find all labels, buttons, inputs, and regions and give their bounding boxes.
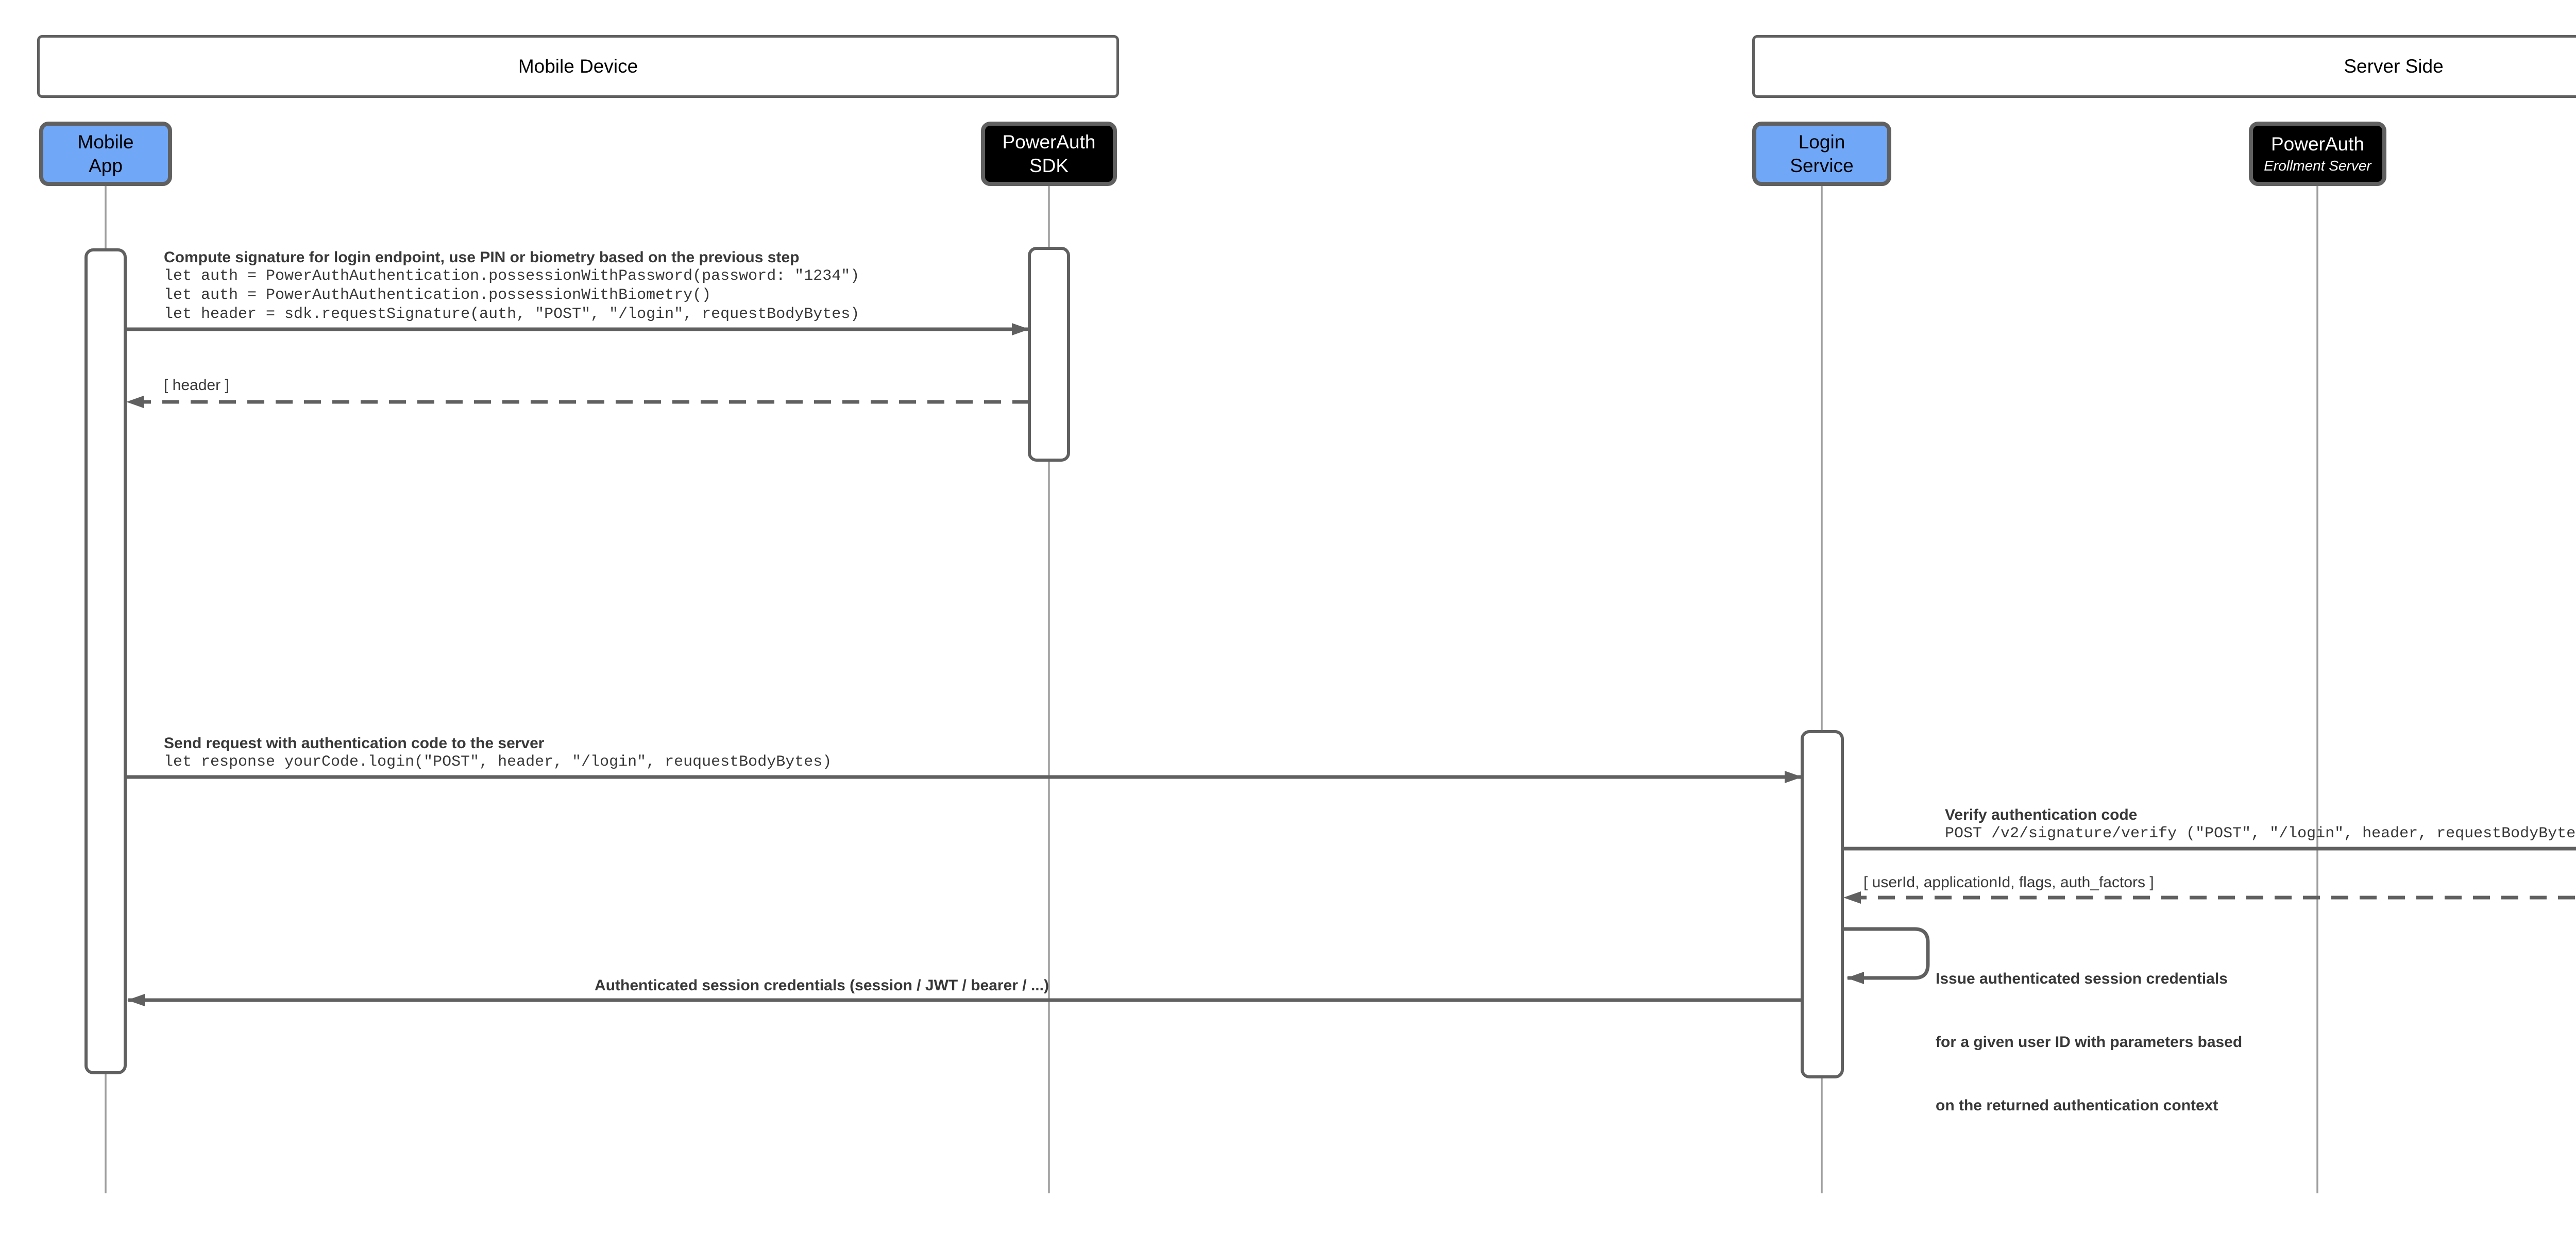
activation-login-service — [1801, 730, 1844, 1078]
activation-powerauth-sdk — [1028, 247, 1070, 462]
label-session-credentials: Authenticated session credentials (sessi… — [595, 977, 1049, 994]
label-issue-credentials-line3: on the returned authentication context — [1936, 1097, 2218, 1114]
activation-mobile-app — [84, 248, 127, 1074]
participant-login-service-line2: Service — [1790, 155, 1854, 176]
arrow-self-issue-credentials — [1843, 927, 1930, 984]
label-issue-credentials-line1: Issue authenticated session credentials — [1936, 970, 2228, 987]
message-send-request-title: Send request with authentication code to… — [164, 735, 545, 752]
label-verify-return: [ userId, applicationId, flags, auth_fac… — [1863, 874, 2154, 891]
participant-powerauth-sdk-line1: PowerAuth — [1002, 131, 1096, 153]
message-verify-code: Verify authentication code POST /v2/sign… — [1945, 805, 2576, 843]
participant-enrollment-server-line1: PowerAuth — [2271, 133, 2364, 155]
message-send-request: Send request with authentication code to… — [164, 734, 832, 772]
message-compute-signature-code-2: let auth = PowerAuthAuthentication.posse… — [164, 286, 711, 304]
message-verify-code-title: Verify authentication code — [1945, 806, 2138, 823]
frame-server-side: Server Side — [1752, 35, 2576, 98]
participant-powerauth-sdk: PowerAuth SDK — [981, 122, 1117, 186]
frame-server-side-title: Server Side — [2344, 56, 2444, 77]
message-send-request-code-1: let response yourCode.login("POST", head… — [164, 753, 832, 771]
message-verify-code-code-1: POST /v2/signature/verify ("POST", "/log… — [1945, 825, 2576, 842]
label-issue-credentials: Issue authenticated session credentials … — [1936, 926, 2242, 1158]
participant-powerauth-sdk-line2: SDK — [1029, 155, 1069, 176]
message-compute-signature: Compute signature for login endpoint, us… — [164, 248, 859, 324]
message-compute-signature-code-3: let header = sdk.requestSignature(auth, … — [164, 306, 860, 323]
participant-enrollment-server: PowerAuth Erollment Server — [2249, 122, 2386, 186]
participant-login-service-line1: Login — [1798, 131, 1845, 153]
participant-login-service: Login Service — [1752, 122, 1891, 186]
label-header-return: [ header ] — [164, 377, 229, 394]
participant-enrollment-server-line2: Erollment Server — [2264, 157, 2371, 174]
participant-mobile-app-line1: Mobile — [77, 131, 134, 153]
participant-mobile-app: Mobile App — [39, 122, 172, 186]
message-compute-signature-code-1: let auth = PowerAuthAuthentication.posse… — [164, 267, 860, 285]
participant-mobile-app-line2: App — [89, 155, 123, 176]
frame-mobile-device-title: Mobile Device — [518, 56, 638, 77]
message-compute-signature-title: Compute signature for login endpoint, us… — [164, 249, 800, 266]
frame-mobile-device: Mobile Device — [37, 35, 1119, 98]
label-issue-credentials-line2: for a given user ID with parameters base… — [1936, 1034, 2243, 1051]
